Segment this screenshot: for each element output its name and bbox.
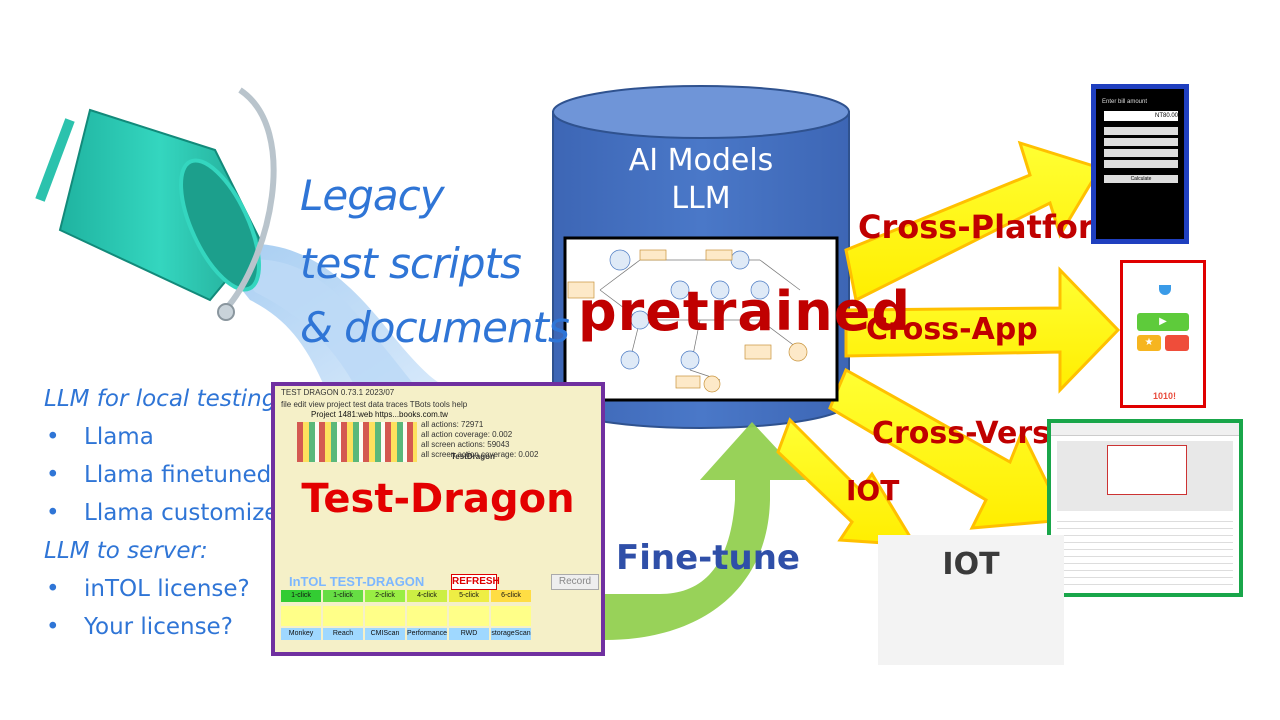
finetune-label: Fine-tune xyxy=(616,538,800,578)
server-heading: LLM to server: xyxy=(44,538,208,564)
td-click-row: 1-click 1-click 2-click 4-click 5-click … xyxy=(281,590,531,602)
models-line-1: AI Models xyxy=(628,143,774,178)
td-stat: all action coverage: 0.002 xyxy=(421,430,513,439)
td-window-title: TEST DRAGON 0.73.1 2023/07 xyxy=(281,388,395,397)
embedded-diagram xyxy=(563,236,839,402)
td-mode-cell[interactable]: Monkey xyxy=(281,628,321,640)
legacy-line-1: Legacy xyxy=(300,171,445,220)
td-tool-cell[interactable] xyxy=(491,606,531,626)
server-item: Your license? xyxy=(44,608,293,646)
td-click-cell[interactable]: 6-click xyxy=(491,590,531,602)
td-stats: all actions: 72971 all action coverage: … xyxy=(421,420,538,460)
block-arrow-cross-version xyxy=(828,367,1068,530)
web-header-bar xyxy=(1051,423,1239,436)
td-click-cell[interactable]: 4-click xyxy=(407,590,447,602)
td-tool-row xyxy=(281,606,531,626)
block-arrow-cross-platform xyxy=(844,140,1103,303)
bucket-icon xyxy=(35,87,277,321)
td-web-thumbnail xyxy=(297,422,417,462)
phone-calculator: Enter bill amount NT80.00 Calculate xyxy=(1091,84,1189,244)
local-testing-item: Llama finetuned xyxy=(44,456,293,494)
web-text-lines xyxy=(1057,519,1233,591)
phone-keypad[interactable] xyxy=(1104,127,1178,171)
td-chat-name: TestDragon xyxy=(451,452,495,461)
iot-title: IOT xyxy=(942,547,1000,582)
td-mode-cell[interactable]: RWD xyxy=(449,628,489,640)
td-click-cell[interactable]: 2-click xyxy=(365,590,405,602)
cross-platform-label: Cross-Platform xyxy=(858,208,1127,246)
app-logo: 1010! xyxy=(1153,391,1177,401)
legacy-text-block: Legacy test scripts & documents xyxy=(300,170,570,354)
td-record-button[interactable]: Record xyxy=(551,574,599,590)
block-arrow-cross-app xyxy=(844,266,1121,394)
iot-image: IOT xyxy=(878,535,1064,665)
td-mode-cell[interactable]: storageScan xyxy=(491,628,531,640)
play-icon[interactable]: ▶ xyxy=(1137,313,1189,331)
td-click-cell[interactable]: 1-click xyxy=(281,590,321,602)
td-mode-row: Monkey Reach CMIScan Performance RWD sto… xyxy=(281,628,531,640)
td-mode-cell[interactable]: Reach xyxy=(323,628,363,640)
phone-game-app: ▶ ★ 1010! xyxy=(1120,260,1206,408)
cross-app-label: Cross-App xyxy=(866,312,1038,347)
local-testing-item: Llama xyxy=(44,418,293,456)
server-item: inTOL license? xyxy=(44,570,293,608)
td-stat: all screen action coverage: 0.002 xyxy=(421,450,539,459)
models-title: AI Models LLM xyxy=(551,142,851,218)
local-testing-item: Llama customized xyxy=(44,494,293,532)
pretrained-label: pretrained xyxy=(578,280,912,343)
trophy-icon xyxy=(1159,285,1171,295)
legacy-line-3: & documents xyxy=(300,303,570,352)
td-project-label: Project 1481:web https...books.com.tw xyxy=(311,410,448,419)
legacy-line-2: test scripts xyxy=(300,239,522,288)
curved-arrow xyxy=(605,422,806,640)
td-tool-cell[interactable] xyxy=(449,606,489,626)
td-mode-cell[interactable]: Performance xyxy=(407,628,447,640)
water-stream-inner xyxy=(230,259,420,396)
td-mode-cell[interactable]: CMIScan xyxy=(365,628,405,640)
local-testing-heading: LLM for local testing: xyxy=(44,386,285,412)
td-tool-cell[interactable] xyxy=(323,606,363,626)
td-tool-cell[interactable] xyxy=(407,606,447,626)
td-tool-cell[interactable] xyxy=(365,606,405,626)
web-dialog xyxy=(1107,445,1187,495)
test-dragon-window: TEST DRAGON 0.73.1 2023/07 file edit vie… xyxy=(271,382,605,656)
llm-options-list: LLM for local testing: Llama Llama finet… xyxy=(44,380,293,646)
block-arrow-iot xyxy=(776,417,918,547)
td-refresh-button[interactable]: REFRESH xyxy=(451,574,500,590)
palette-icon[interactable] xyxy=(1165,335,1189,351)
td-click-cell[interactable]: 1-click xyxy=(323,590,363,602)
iot-arrow-label: IOT xyxy=(846,474,900,507)
models-line-2: LLM xyxy=(671,181,731,216)
td-menu-bar: file edit view project test data traces … xyxy=(281,400,468,409)
phone-display: NT80.00 xyxy=(1104,111,1178,121)
phone-header: Enter bill amount xyxy=(1102,99,1148,105)
td-click-cell[interactable]: 5-click xyxy=(449,590,489,602)
web-version-screenshot xyxy=(1047,419,1243,597)
td-tool-cell[interactable] xyxy=(281,606,321,626)
phone-calculate-button[interactable]: Calculate xyxy=(1104,175,1178,183)
star-icon[interactable]: ★ xyxy=(1137,335,1161,351)
test-dragon-label: Test-Dragon xyxy=(301,476,575,522)
td-stat: all actions: 72971 xyxy=(421,420,484,429)
td-brand: InTOL TEST-DRAGON xyxy=(289,574,425,589)
td-stat: all screen actions: 59043 xyxy=(421,440,510,449)
